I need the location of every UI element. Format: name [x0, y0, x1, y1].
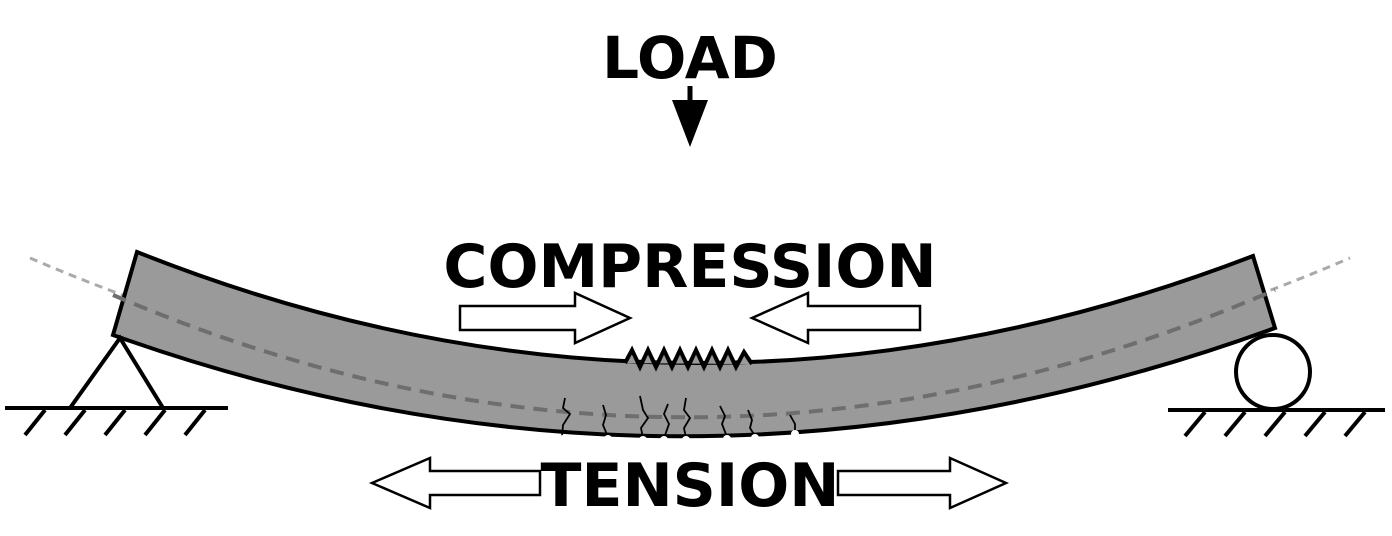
pin-support — [5, 334, 228, 437]
tension-arrow-right-icon — [836, 456, 1010, 510]
tension-cracks — [561, 395, 796, 439]
tension-arrow-left-icon — [368, 456, 542, 510]
crack-openings — [559, 430, 799, 444]
roller-support — [1168, 333, 1385, 438]
beam — [110, 249, 1278, 439]
compression-arrow-right-icon — [458, 291, 634, 345]
compression-wrinkles — [623, 345, 754, 372]
load-label: LOAD — [602, 24, 778, 92]
load-arrow-icon — [672, 86, 708, 147]
compression-arrow-left-icon — [748, 291, 922, 345]
tension-label: TENSION — [541, 451, 840, 521]
neutral-axis — [112, 288, 1276, 420]
compression-label: COMPRESSION — [443, 232, 936, 302]
